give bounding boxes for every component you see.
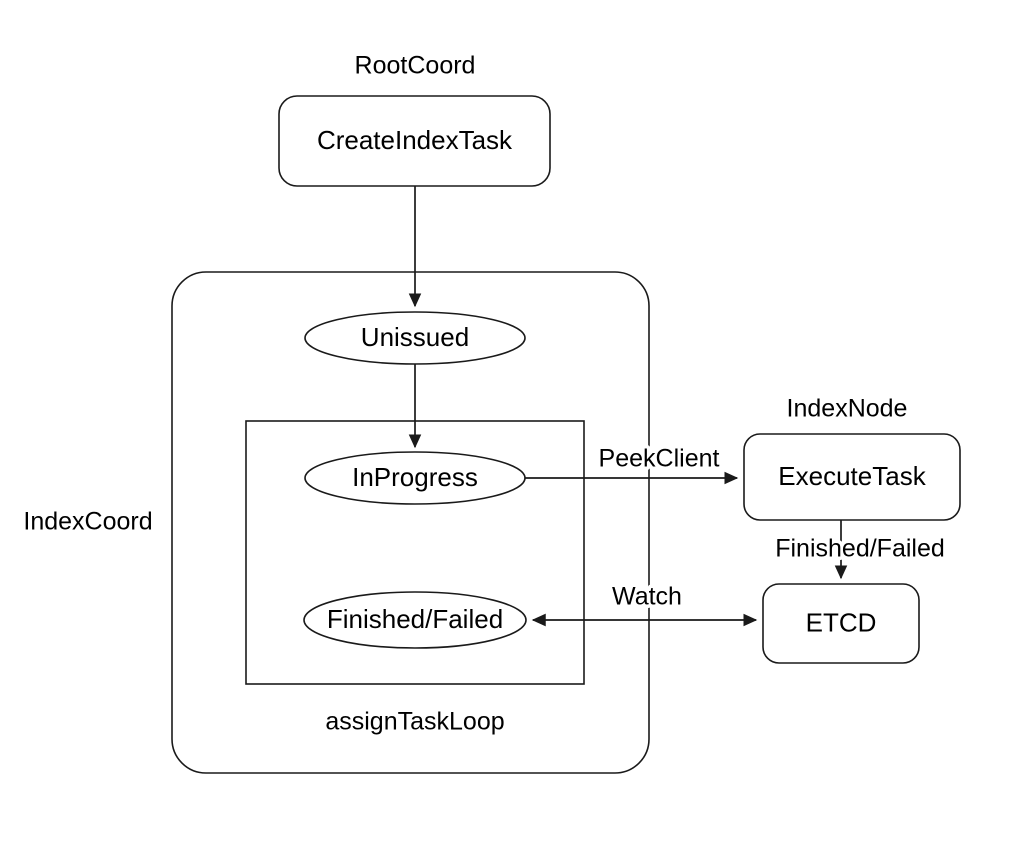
etcd-shape: [762, 583, 920, 664]
unissued-shape: [304, 311, 526, 365]
execute-task-label: ExecuteTask: [778, 461, 926, 491]
group-label-rootcoord: RootCoord: [355, 52, 476, 80]
group-label-indexnode: IndexNode: [787, 395, 908, 423]
edge-label-inprogress-to-executetask: PeekClient: [599, 445, 720, 473]
etcd-label: ETCD: [806, 607, 877, 637]
unissued-label: Unissued: [361, 322, 469, 352]
group-label-indexcoord: IndexCoord: [23, 508, 152, 536]
edge-label-executetask-to-etcd: Finished/Failed: [775, 535, 945, 563]
execute-task-shape: [743, 433, 961, 521]
edge-label-halo-executetask-to-etcd: Finished/Failed: [775, 535, 945, 563]
node-etcd[interactable]: ETCD: [762, 583, 920, 664]
finished-failed-state-label: Finished/Failed: [327, 604, 503, 634]
edge-layer: [408, 186, 848, 627]
edge-label-halo-inprogress-to-executetask: PeekClient: [599, 445, 720, 473]
create-index-task-shape: [278, 95, 551, 187]
node-execute-task[interactable]: ExecuteTask: [743, 433, 961, 521]
finished-failed-state-shape: [303, 591, 527, 649]
node-finished-failed-state[interactable]: Finished/Failed: [303, 591, 527, 649]
group-label-assign-task-loop: assignTaskLoop: [325, 708, 504, 736]
edge-label-layer: PeekClientPeekClientFinished/FailedFinis…: [595, 441, 948, 614]
node-unissued[interactable]: Unissued: [304, 311, 526, 365]
create-index-task-label: CreateIndexTask: [317, 125, 513, 155]
node-in-progress[interactable]: InProgress: [304, 451, 526, 505]
indexcoord-container: [171, 271, 650, 774]
edge-label-halo-etcd-to-finished-failed: Watch: [612, 583, 682, 611]
node-create-index-task[interactable]: CreateIndexTask: [278, 95, 551, 187]
in-progress-label: InProgress: [352, 462, 478, 492]
edge-label-etcd-to-finished-failed: Watch: [612, 583, 682, 611]
node-layer: CreateIndexTaskUnissuedInProgressFinishe…: [278, 95, 961, 664]
in-progress-shape: [304, 451, 526, 505]
